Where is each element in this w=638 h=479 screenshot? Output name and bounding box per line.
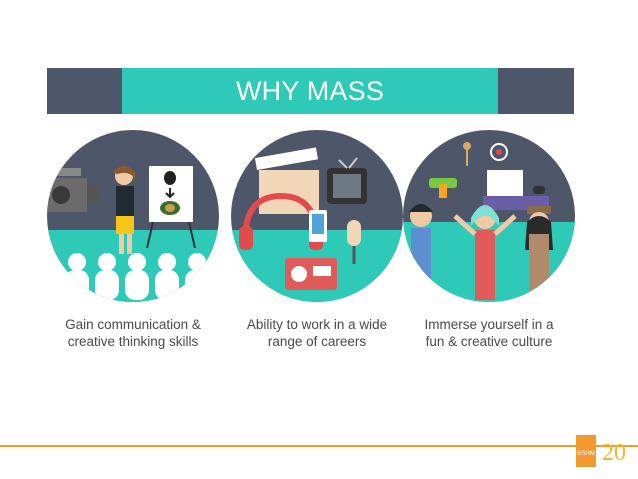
column-caption-culture: Immerse yourself in a fun & creative cul… <box>389 316 589 350</box>
caption-line: fun & creative culture <box>425 334 553 349</box>
caption-line: Immerse yourself in a <box>424 317 554 332</box>
nshm-logo: NSHM 20 <box>574 433 634 469</box>
culture-illustration <box>403 130 575 302</box>
caption-line: range of careers <box>267 334 367 349</box>
careers-illustration <box>231 130 403 302</box>
logo-number: 20 <box>602 440 626 466</box>
communication-skills-illustration <box>47 130 219 302</box>
footer-divider <box>0 445 638 447</box>
caption-line: creative thinking skills <box>67 334 199 349</box>
column-caption-careers: Ability to work in a wide range of caree… <box>217 316 417 350</box>
logo-text: NSHM <box>577 451 595 457</box>
caption-line: Ability to work in a wide <box>246 317 388 332</box>
column-caption-communication: Gain communication & creative thinking s… <box>33 316 233 350</box>
caption-line: Gain communication & <box>65 317 201 332</box>
page-title: WHY MASS COMMUNICATION <box>122 68 498 152</box>
